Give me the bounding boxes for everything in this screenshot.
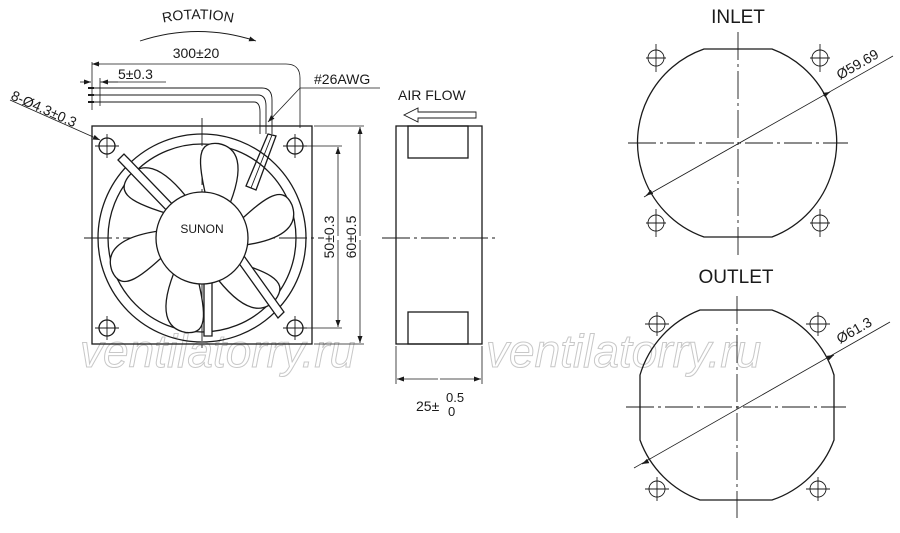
inlet-view: INLET Ø59.69	[628, 7, 894, 255]
crosshair-icon	[806, 312, 830, 336]
hub	[155, 191, 249, 285]
outlet-title: OUTLET	[699, 267, 774, 288]
watermark-left: ventilatorry.ru	[80, 325, 355, 377]
crosshair-icon	[646, 209, 666, 237]
inlet-title: INLET	[711, 7, 765, 28]
side-flange-bottom	[407, 311, 469, 345]
side-view: AIR FLOW 25± 0.5 0	[382, 87, 498, 419]
rotation-arrow	[139, 31, 257, 42]
side-profile	[395, 125, 483, 345]
hole-spacing-dim: 50±0.3	[321, 215, 337, 258]
front-view: SUNON ROTATION 300±20 5±0.3	[9, 6, 380, 352]
frame-size-dim: 60±0.5	[343, 215, 359, 258]
airflow-arrow	[402, 107, 477, 123]
mounting-hole	[95, 134, 119, 158]
crosshair-icon	[646, 44, 666, 72]
outlet-diameter-label: Ø61.3	[834, 314, 875, 347]
venturi-inner	[107, 143, 297, 333]
mounting-hole	[95, 316, 119, 340]
crosshair-icon	[806, 477, 830, 501]
brand-label: SUNON	[180, 222, 223, 236]
inlet-diameter-label: Ø59.69	[834, 46, 882, 83]
crosshair-icon	[810, 44, 830, 72]
wire-gauge-label: #26AWG	[314, 71, 370, 87]
lead-wires	[88, 87, 273, 134]
crosshair-icon	[645, 312, 669, 336]
rotation-label: ROTATION	[161, 6, 236, 26]
inlet-outline	[636, 48, 838, 238]
crosshair-icon	[645, 477, 669, 501]
outlet-view: OUTLET Ø61.3	[626, 267, 891, 518]
depth-tol-lower: 0	[448, 404, 455, 419]
watermark-right: ventilatorry.ru	[486, 325, 761, 377]
venturi-outer	[97, 133, 307, 343]
hole-spec-label: 8-Ø4.3±0.3	[9, 87, 80, 130]
depth-tol-upper: 0.5	[446, 390, 464, 405]
strip-length-dim: 5±0.3	[118, 66, 153, 82]
outlet-outline	[639, 309, 835, 501]
side-flange-top	[407, 125, 469, 159]
wire-channel	[245, 133, 277, 191]
lead-length-dim: 300±20	[173, 45, 220, 61]
airflow-label: AIR FLOW	[398, 87, 466, 103]
depth-dim: 25±	[416, 398, 440, 414]
crosshair-icon	[810, 209, 830, 237]
